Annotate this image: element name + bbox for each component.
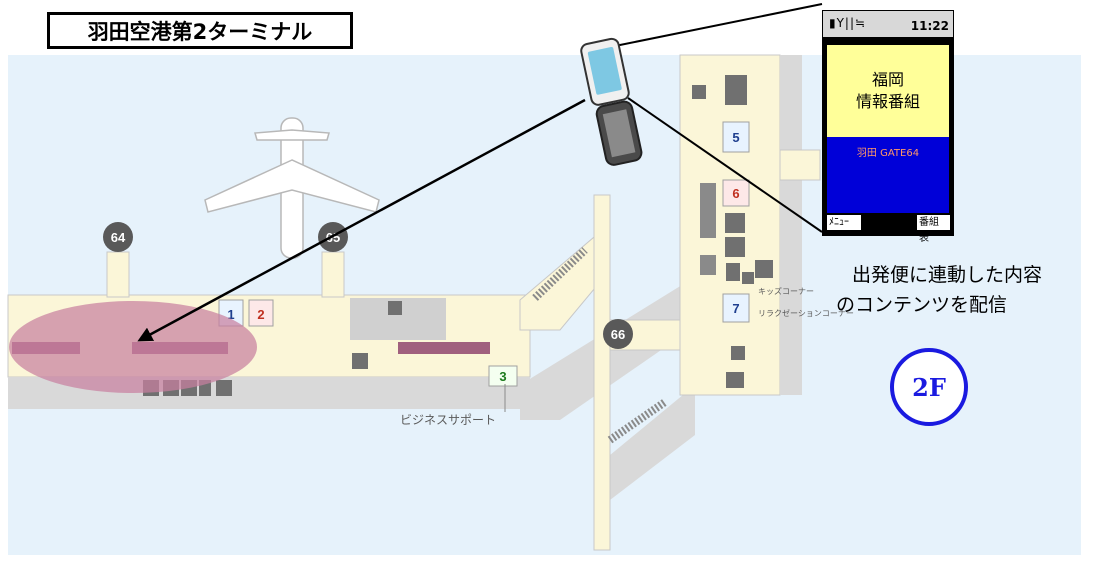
diagonal-walkway-south <box>598 385 695 500</box>
gate-marker-66: 66 <box>603 319 633 349</box>
signal-icon: ▮Y||≒ <box>829 16 867 30</box>
gate-marker-64: 64 <box>103 222 133 252</box>
callout-line-bottom <box>627 97 823 233</box>
phone-clock: 11:22 <box>910 19 949 33</box>
menu-softkey[interactable]: ﾒﾆｭｰ <box>826 214 862 231</box>
east-walkway <box>780 55 802 395</box>
phone-screen-mockup: ▮Y||≒ 11:22 福岡 情報番組 羽田 GATE64 ﾒﾆｭｰ 番組表 <box>822 10 954 244</box>
business-support-label: ビジネスサポート <box>400 413 496 427</box>
area-box-3: 3 <box>488 365 518 387</box>
area-box-2: 2 <box>248 299 274 327</box>
area-box-7: 7 <box>722 293 750 323</box>
page-title: 羽田空港第2ターミナル <box>47 12 353 49</box>
area-number: 5 <box>732 130 739 145</box>
pier-64 <box>106 251 130 298</box>
pointer-arrow <box>137 98 586 342</box>
area-number: 7 <box>732 301 739 316</box>
relax-corner-label: リラクゼーションコーナー <box>758 308 854 318</box>
area-number: 3 <box>499 369 506 384</box>
kids-corner-label: キッズコーナー <box>758 286 814 296</box>
pier-65 <box>321 251 345 298</box>
phone-info-panel: 羽田 GATE64 <box>827 137 949 213</box>
north-branch <box>779 149 821 181</box>
area-box-5: 5 <box>722 121 750 153</box>
seating-diagonal <box>532 247 668 444</box>
floor-badge: 2F <box>890 348 968 426</box>
caption-line-1: 出発便に連動した内容 <box>852 264 1043 286</box>
airplane-icon <box>204 117 380 259</box>
gate-number: 64 <box>111 230 126 245</box>
phone-content-panel: 福岡 情報番組 <box>827 45 949 137</box>
caption-text: 出発便に連動した内容 のコンテンツを配信 <box>836 260 1096 320</box>
caption-line-2: のコンテンツを配信 <box>836 294 1008 316</box>
phone-status-bar: ▮Y||≒ 11:22 <box>823 11 953 37</box>
area-box-6: 6 <box>722 179 750 207</box>
program-guide-softkey[interactable]: 番組表 <box>916 214 951 244</box>
east-pier-left <box>593 194 611 551</box>
seating-vertical <box>700 183 716 275</box>
gate-number: 66 <box>611 327 625 342</box>
content-line-1: 福岡 <box>871 70 904 89</box>
content-line-2: 情報番組 <box>855 92 920 111</box>
flip-phone-icon <box>580 37 643 166</box>
highlight-area <box>9 301 257 393</box>
area-number: 6 <box>732 186 739 201</box>
facility-icons <box>143 75 773 396</box>
callout-line-top <box>614 3 823 47</box>
gate-info-text: 羽田 GATE64 <box>856 148 920 159</box>
area-number: 2 <box>257 307 264 322</box>
area-number: 1 <box>227 307 234 322</box>
